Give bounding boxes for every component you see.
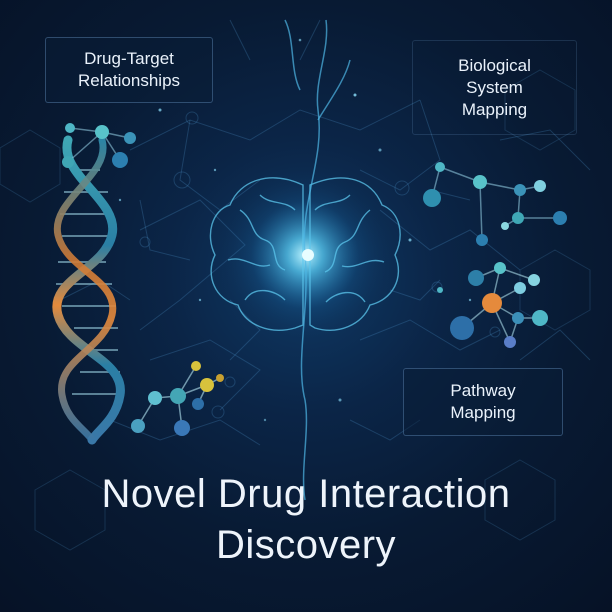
label-line: Drug-Target	[84, 49, 174, 68]
molecule-icon	[131, 361, 224, 436]
page-title-line-1: Novel Drug Interaction	[101, 472, 511, 516]
molecule-icon	[62, 123, 136, 168]
glow-dots	[118, 38, 472, 422]
hexagon-grid	[0, 69, 591, 551]
drug-target-relationships-label: Drug-Target Relationships	[45, 37, 213, 103]
label-line: Pathway	[450, 381, 516, 400]
molecule-icon	[437, 262, 548, 348]
brain-network-icon	[209, 19, 401, 501]
label-line: Biological	[458, 55, 531, 75]
pathway-mapping-label: Pathway Mapping	[403, 368, 563, 436]
biological-system-mapping-label: Biological System Mapping	[412, 40, 577, 135]
label-line: System	[466, 77, 523, 97]
dna-helix-icon	[52, 135, 125, 445]
page-title-line-2: Discovery	[215, 523, 397, 567]
network-lines	[59, 19, 591, 446]
label-line: Mapping	[450, 403, 516, 422]
molecule-icon	[423, 162, 567, 246]
label-line: Relationships	[77, 71, 181, 90]
label-line: Mapping	[461, 99, 528, 119]
